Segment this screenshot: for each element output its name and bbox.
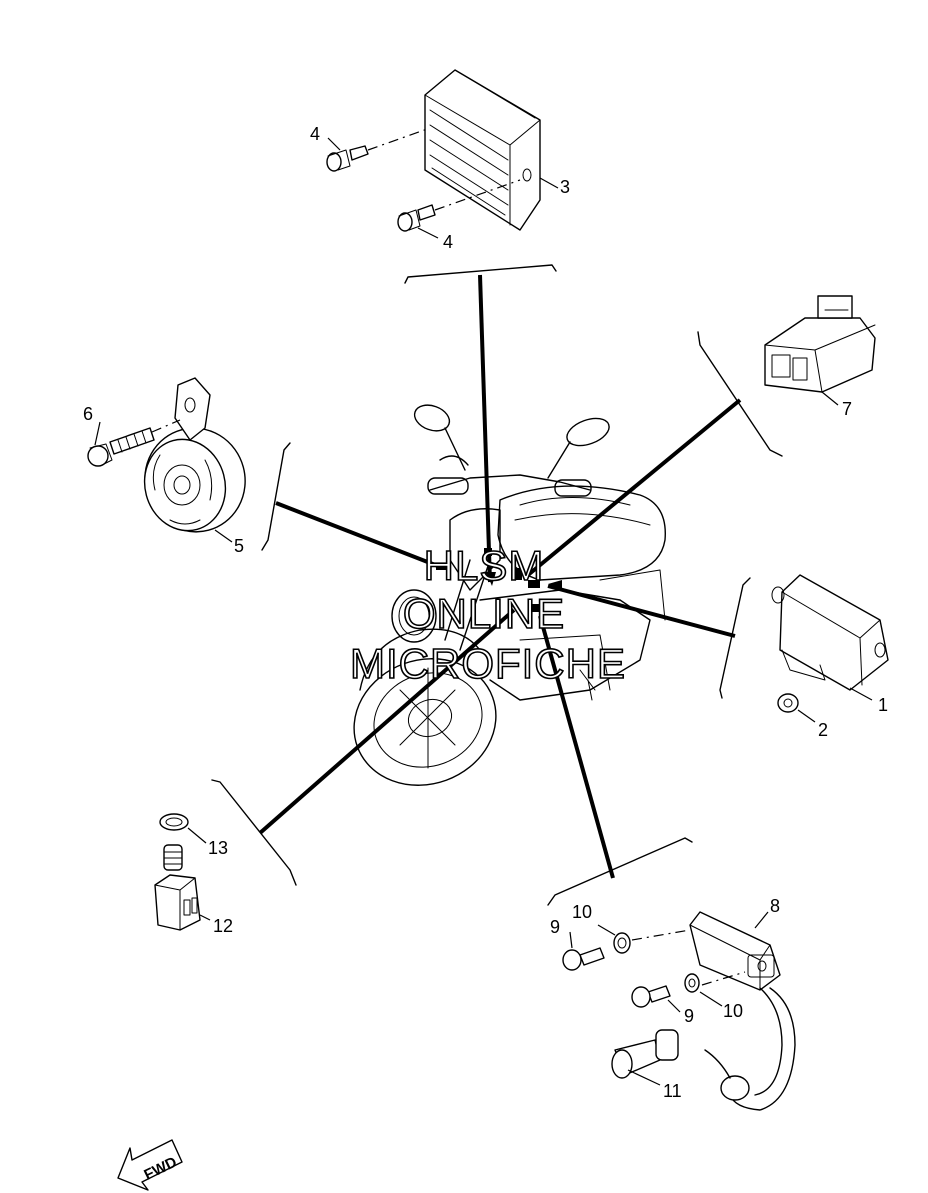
horn-bolt[interactable] <box>87 427 155 467</box>
callout-5: 5 <box>234 536 244 556</box>
callout-10-lower: 10 <box>723 1001 743 1021</box>
callout-6: 6 <box>83 404 93 424</box>
callout-12: 12 <box>213 916 233 936</box>
rectifier-regulator-part[interactable] <box>424 69 541 231</box>
washer-13[interactable] <box>159 813 189 831</box>
callout-numbers: 1 2 3 4 4 5 6 7 8 9 9 10 10 11 12 13 <box>83 124 888 1101</box>
cdi-unit-part[interactable] <box>771 574 889 691</box>
callout-3: 3 <box>560 177 570 197</box>
forward-arrow-icon: FWD <box>117 1139 183 1191</box>
watermark-line-1: HLSM <box>424 542 545 589</box>
callout-4-upper: 4 <box>310 124 320 144</box>
coupler-part[interactable] <box>764 295 876 393</box>
ignition-coil-part[interactable] <box>689 911 796 1111</box>
callout-9-upper: 9 <box>550 917 560 937</box>
spark-plug-cap-part[interactable] <box>611 1029 679 1079</box>
coil-bolt-upper[interactable] <box>562 947 605 971</box>
coil-washer-upper[interactable] <box>613 932 631 954</box>
watermark: HLSM ONLINE MICROFICHE <box>349 541 626 688</box>
watermark-line-2: ONLINE <box>403 590 565 637</box>
switch-part[interactable] <box>154 844 201 931</box>
callout-leaders <box>94 137 873 1086</box>
callout-7: 7 <box>842 399 852 419</box>
callout-2: 2 <box>818 720 828 740</box>
watermark-line-3: MICROFICHE <box>350 640 626 687</box>
horn-part[interactable] <box>133 377 257 543</box>
cdi-nut[interactable] <box>777 693 799 713</box>
callout-10-upper: 10 <box>572 902 592 922</box>
coil-bolt-lower[interactable] <box>631 985 671 1008</box>
callout-8: 8 <box>770 896 780 916</box>
callout-9-lower: 9 <box>684 1006 694 1026</box>
coil-washer-lower[interactable] <box>684 973 700 993</box>
leader-lines <box>211 264 783 906</box>
callout-4-lower: 4 <box>443 232 453 252</box>
callout-1: 1 <box>878 695 888 715</box>
callout-11: 11 <box>663 1081 682 1101</box>
callout-13: 13 <box>208 838 228 858</box>
regulator-bolt-lower[interactable] <box>397 204 436 232</box>
regulator-bolt-upper[interactable] <box>326 145 369 172</box>
